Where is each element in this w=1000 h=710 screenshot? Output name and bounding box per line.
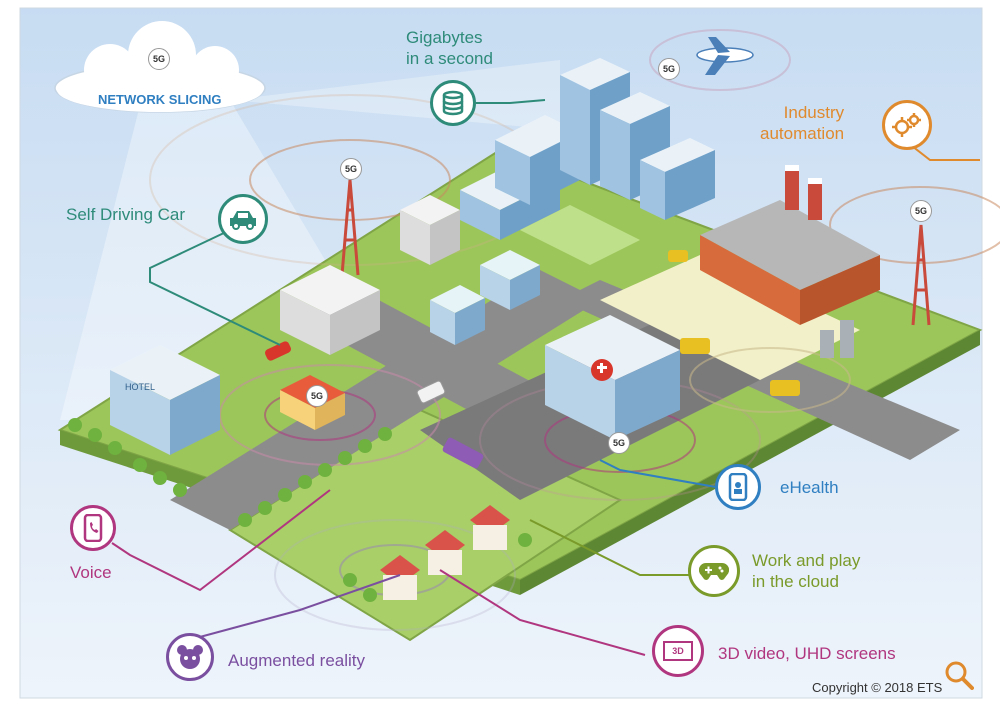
downtown-towers: [460, 58, 715, 265]
gamepad-icon: [688, 545, 740, 597]
phone-icon: [70, 505, 116, 551]
work-play-label: Work and play in the cloud: [752, 551, 861, 591]
gigabytes-label: Gigabytes in a second: [406, 28, 493, 68]
screen-icon: 3D: [652, 625, 704, 677]
airplane-icon: [696, 37, 754, 75]
houses: [380, 505, 510, 600]
5g-badge: 5G: [340, 158, 362, 180]
industry-automation-label: Industry automation: [760, 103, 845, 143]
database-icon: [430, 80, 476, 126]
5g-badge: 5G: [658, 58, 680, 80]
cell-towers: [340, 179, 931, 326]
screen-icon-text: 3D: [663, 641, 693, 661]
5g-badge: 5G: [306, 385, 328, 407]
connector-lines: [111, 99, 980, 656]
factory: [700, 165, 880, 358]
trees: [68, 418, 532, 602]
cloud-icon: [54, 21, 266, 113]
cloud-5g-badge: 5G: [148, 48, 170, 70]
ehealth-label: eHealth: [780, 478, 839, 497]
3d-video-label: 3D video, UHD screens: [718, 644, 896, 663]
hotel-sign: HOTEL: [125, 382, 155, 392]
augmented-reality-label: Augmented reality: [228, 651, 366, 670]
magnifier-icon[interactable]: [944, 660, 974, 690]
face-icon: [166, 633, 214, 681]
hotel: HOTEL: [110, 345, 220, 455]
smartphone-icon: [715, 464, 761, 510]
5g-badge: 5G: [910, 200, 932, 222]
voice-label: Voice: [70, 563, 112, 582]
self-driving-car-label: Self Driving Car: [66, 205, 186, 224]
copyright-text: Copyright © 2018 ETS: [812, 680, 943, 695]
gear-icon: [882, 100, 932, 150]
car-icon: [218, 194, 268, 244]
white-buildings: [280, 195, 540, 355]
network-slicing-label: NETWORK SLICING: [98, 92, 222, 107]
road-main: [170, 270, 600, 530]
5g-badge: 5G: [608, 432, 630, 454]
vehicles: [264, 250, 800, 469]
hospital: [545, 315, 680, 440]
